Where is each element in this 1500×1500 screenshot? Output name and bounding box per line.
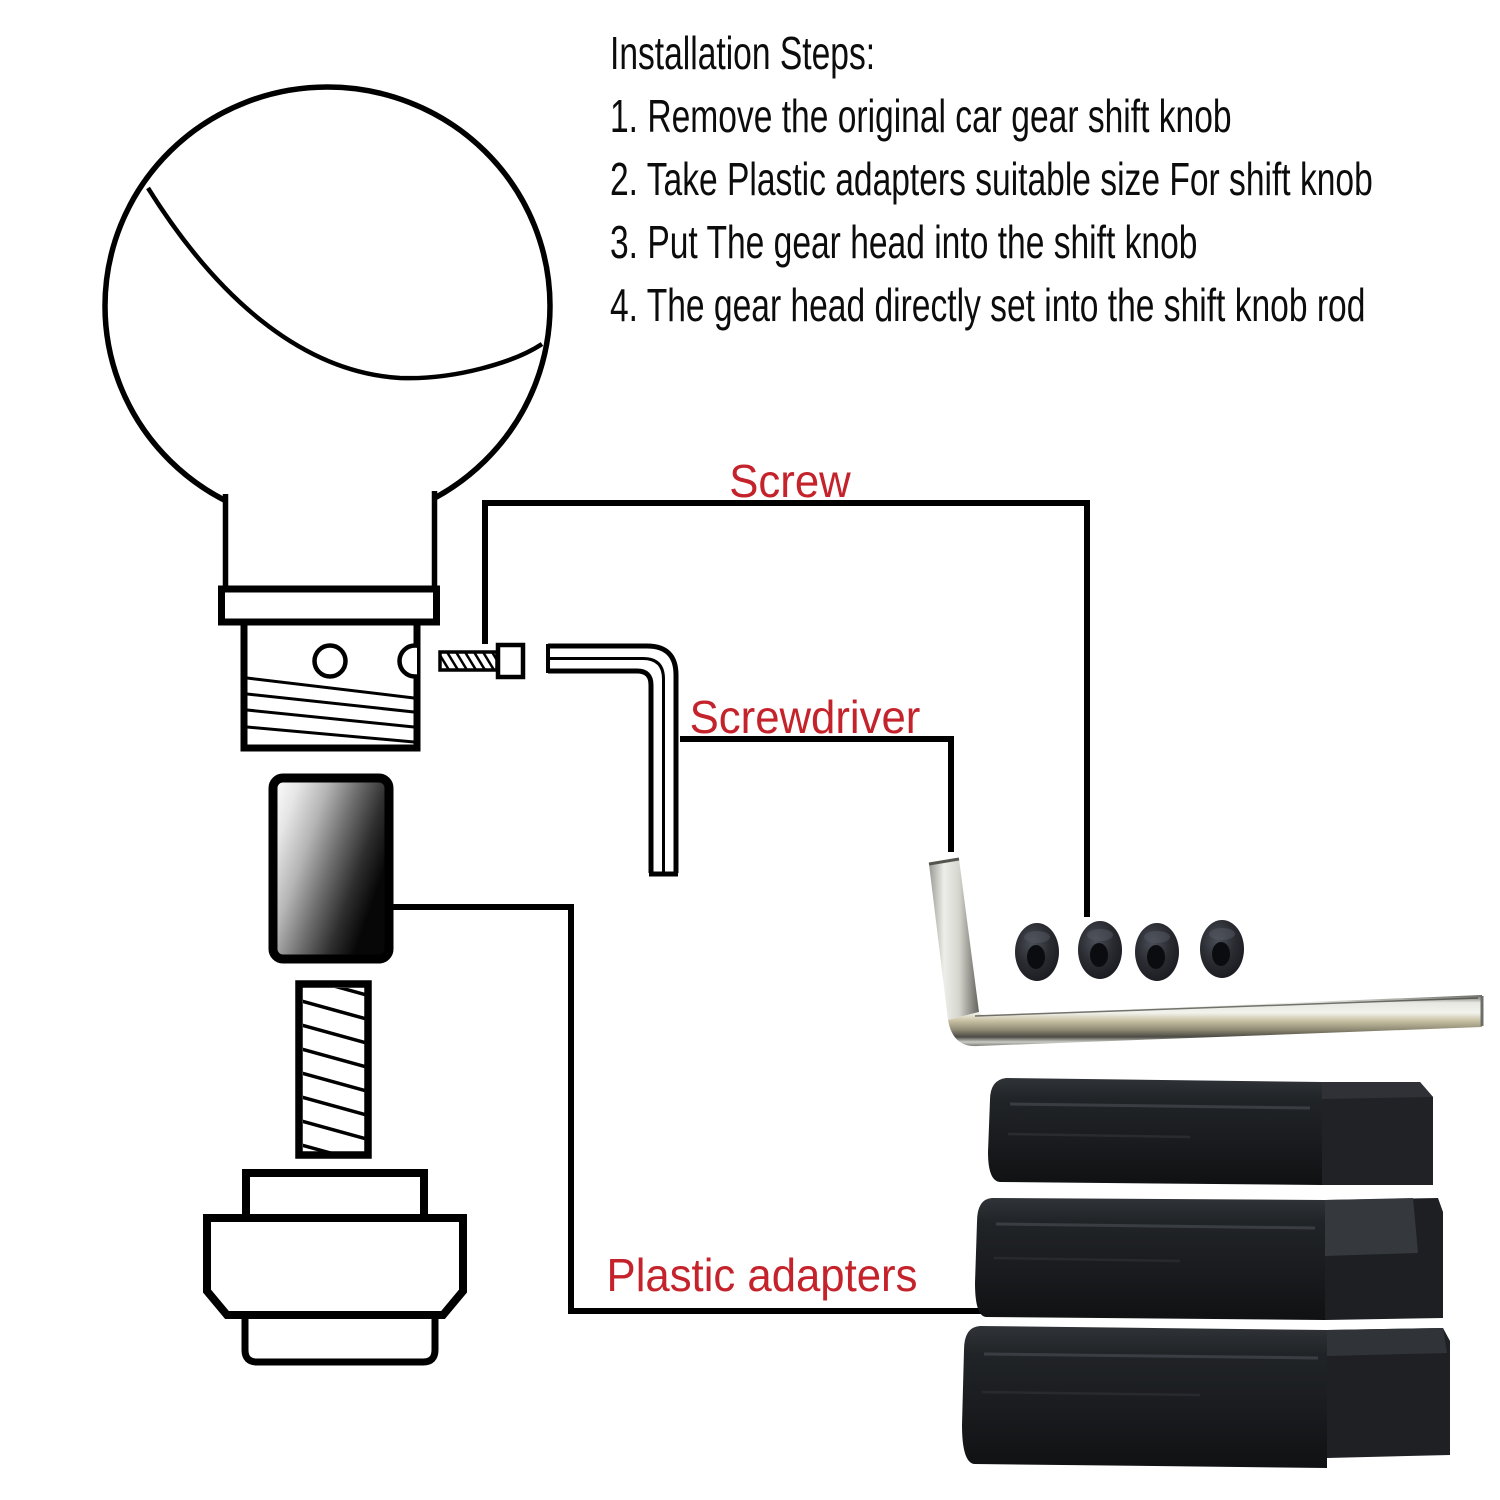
screw-pointer-line [482,500,1090,917]
set-screw-line-drawing [438,642,526,680]
base-bottom-lip [241,1311,439,1366]
gear-head [240,618,421,752]
hex-wrench-photo [928,857,1484,1047]
installation-steps-title: Installation Steps: [610,27,876,79]
plastic-adapters-label: Plastic adapters [606,1249,918,1301]
plastic-adapter-bottom [962,1326,1450,1468]
screwdriver-label: Screwdriver [689,691,921,743]
threaded-rod-drawing [295,980,372,1159]
installation-step-3: 3. Put The gear head into the shift knob [610,216,1198,268]
installation-step-4: 4. The gear head directly set into the s… [610,279,1366,331]
base-upper-tier [242,1169,428,1222]
hex-key-outline-drawing [546,643,679,877]
plastic-adapter-top [988,1078,1433,1185]
installation-step-2: 2. Take Plastic adapters suitable size F… [610,153,1373,205]
knob-swoosh-line [146,186,544,381]
gear-head-hole-left [312,643,348,679]
gear-head-hole-right [397,643,417,679]
installation-step-1: 1. Remove the original car gear shift kn… [610,90,1232,142]
knob-collar [218,585,440,626]
screw-label: Screw [729,455,851,507]
adapter-block-drawing [268,773,394,964]
knob-base-drawing [203,1169,467,1366]
screw-head [495,642,526,680]
base-lower-tier [203,1214,467,1319]
screwdriver-pointer-line [680,736,954,852]
plastic-adapters-photo [962,1078,1450,1468]
installation-steps-block: Installation Steps: 1. Remove the origin… [610,22,1373,337]
plastic-adapter-middle [975,1198,1443,1320]
knob-sphere [102,84,553,528]
gear-head-hatching [246,676,415,744]
plastic-adapters-pointer-line [393,904,983,1314]
set-screws-photo [1015,920,1244,981]
shift-knob-line-drawing [102,84,553,752]
